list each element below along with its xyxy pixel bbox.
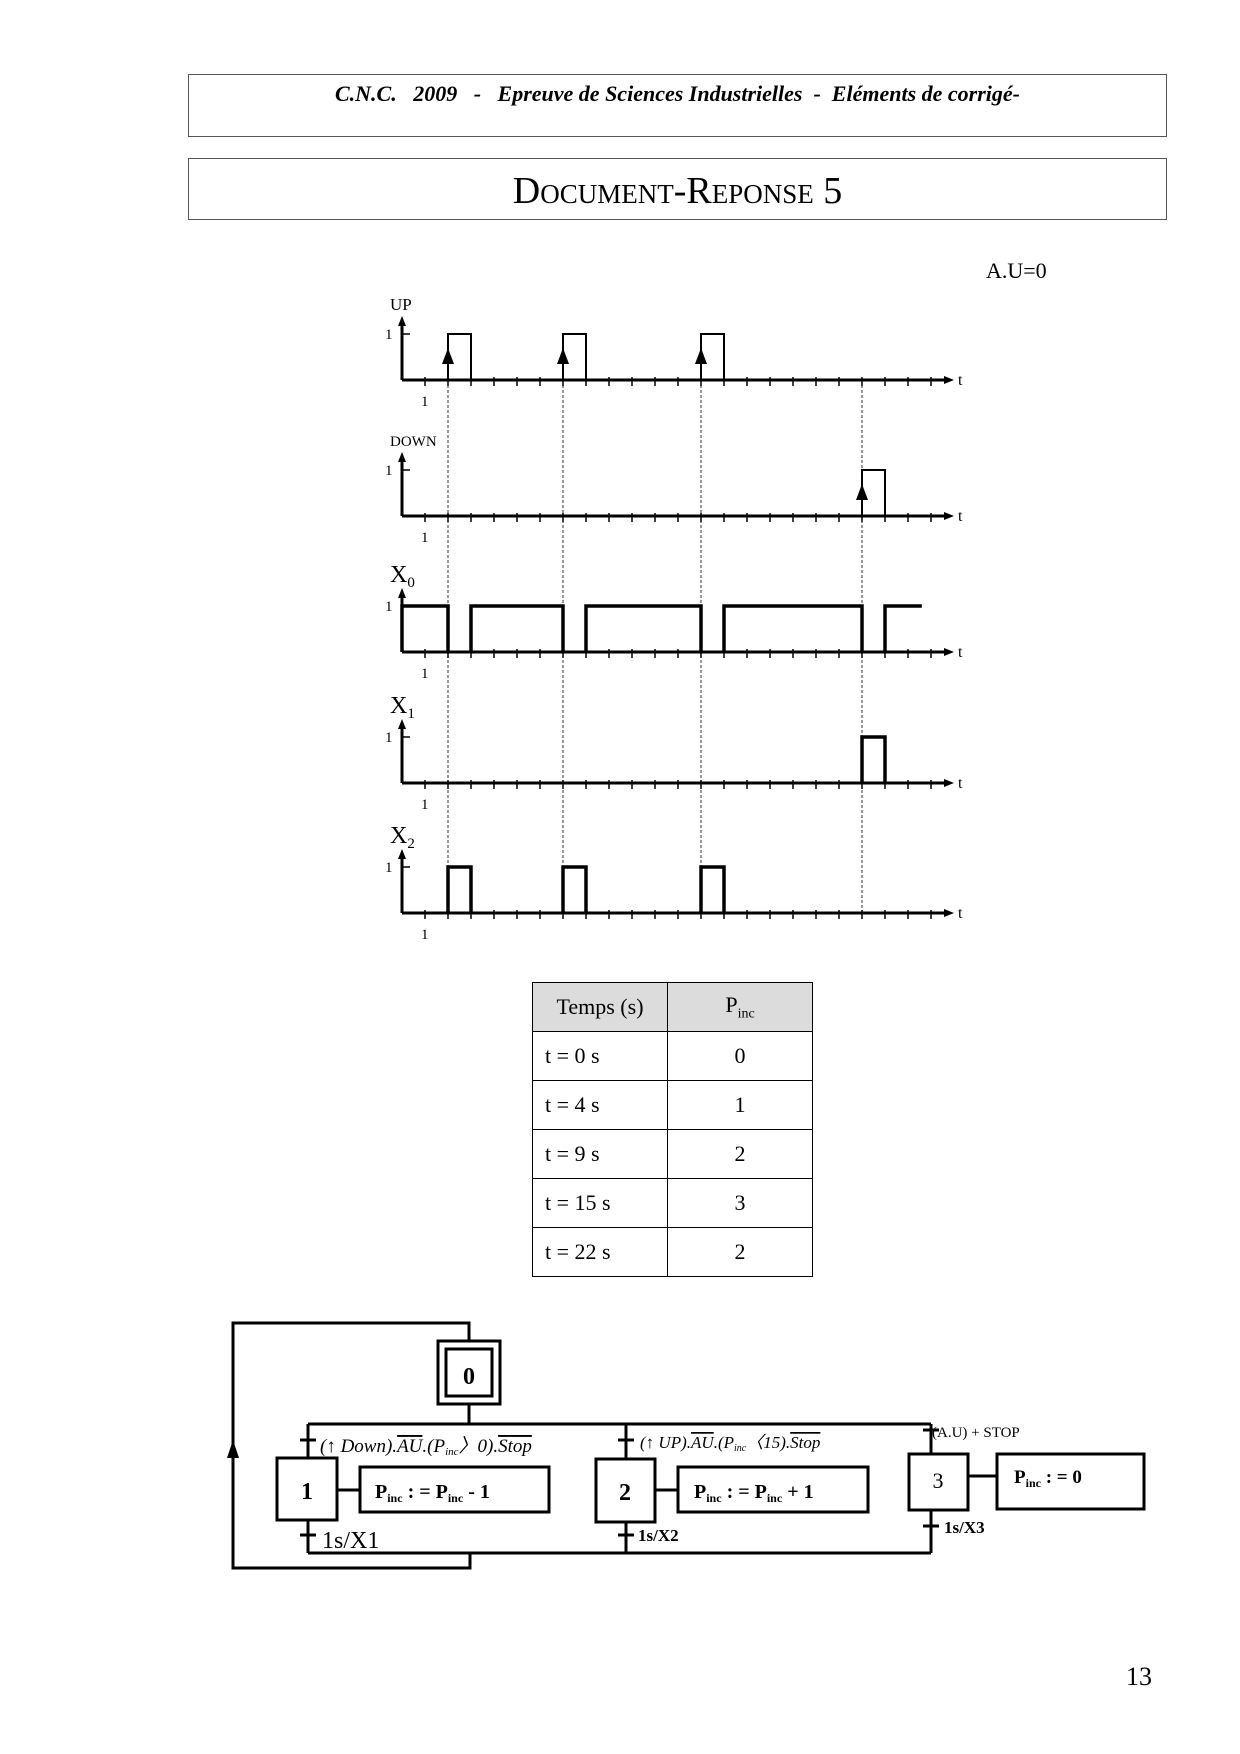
step-0-inner [444,1347,494,1398]
action-1 [358,1465,551,1514]
pulse-x2 [446,865,473,913]
step-0-outer [436,1339,502,1406]
receptivity-2-label: 1s/X2 [638,1526,679,1545]
page-title: Document-Reponse 5 [512,170,843,212]
rising-edge-arrow-icon [442,348,454,364]
pulse-x0 [469,604,565,652]
cell-pinc: 3 [667,1178,813,1228]
arrow-up-icon [227,1440,239,1458]
level-label: 1 [385,599,393,615]
axis-t-label: t [958,508,963,525]
pulse-x0 [883,604,922,652]
axis-arrow-icon [398,849,406,859]
level-label: 1 [385,463,393,479]
cell-time: t = 15 s [532,1178,668,1228]
transition-3-label: (A.U) + STOP [932,1425,1020,1441]
receptivity-1-label: 1s/X1 [322,1528,379,1554]
page-number: 13 [1126,1662,1152,1691]
header-box: C.N.C. 2009 - Epreuve de Sciences Indust… [188,74,1167,137]
axis-t-label: t [958,905,963,922]
pulse-x0 [584,604,703,652]
pulse-x0 [722,604,864,652]
axis-t-label: t [958,775,963,792]
step-0-label: 0 [463,1364,475,1390]
receptivity-3-label: 1s/X3 [944,1518,985,1537]
tick-label: 1 [421,927,429,943]
tick-label: 1 [421,666,429,682]
cell-pinc: 1 [667,1080,813,1130]
axis-arrow-icon [944,648,954,656]
action-1-text: Pinc : = Pinc - 1 [375,1481,490,1505]
axis-t-label: t [958,372,963,389]
cell-time: t = 4 s [532,1080,668,1130]
col-temps: Temps (s) [532,982,668,1032]
step-3 [907,1452,970,1512]
pulse-x1 [860,735,887,783]
axis-arrow-icon [398,452,406,462]
step-1-label: 1 [301,1479,313,1505]
axis-arrow-icon [944,779,954,787]
level-label: 1 [385,327,393,343]
axis-t-label: t [958,644,963,661]
pulse-x2 [699,865,726,913]
tick-label: 1 [421,797,429,813]
tick-label: 1 [421,394,429,410]
axis-arrow-icon [398,719,406,729]
level-label: 1 [385,860,393,876]
axis-arrow-icon [944,376,954,384]
axis-arrow-icon [398,588,406,598]
tick-label: 1 [421,530,429,546]
cell-time: t = 0 s [532,1031,668,1081]
cell-pinc: 0 [667,1031,813,1081]
rising-edge-arrow-icon [557,348,569,364]
axis-arrow-icon [944,512,954,520]
action-2 [676,1465,870,1514]
pulse-x2 [561,865,588,913]
rising-edge-arrow-icon [856,484,868,500]
title-box: Document-Reponse 5 [188,158,1167,220]
series-label-up: UP [390,295,412,314]
step-2-label: 2 [619,1480,631,1506]
series-label-down: DOWN [390,434,437,450]
action-3-text: Pinc : = 0 [1014,1467,1082,1490]
action-2-text: Pinc : = Pinc + 1 [694,1481,814,1505]
cell-pinc: 2 [667,1227,813,1277]
rising-edge-arrow-icon [695,348,707,364]
action-3 [995,1452,1146,1511]
axis-arrow-icon [944,909,954,917]
header-text: C.N.C. 2009 - Epreuve de Sciences Indust… [334,81,1020,106]
au-note: A.U=0 [986,258,1047,283]
step-3-label: 3 [933,1468,944,1493]
level-label: 1 [385,730,393,746]
pulse-x0 [400,604,450,652]
cell-pinc: 2 [667,1129,813,1179]
axis-arrow-icon [398,316,406,326]
transition-1-label: (↑ Down).AU.(Pinc〉0).Stop [320,1435,532,1458]
transition-2-label: (↑ UP).AU.(Pinc〈15).Stop [640,1433,820,1454]
